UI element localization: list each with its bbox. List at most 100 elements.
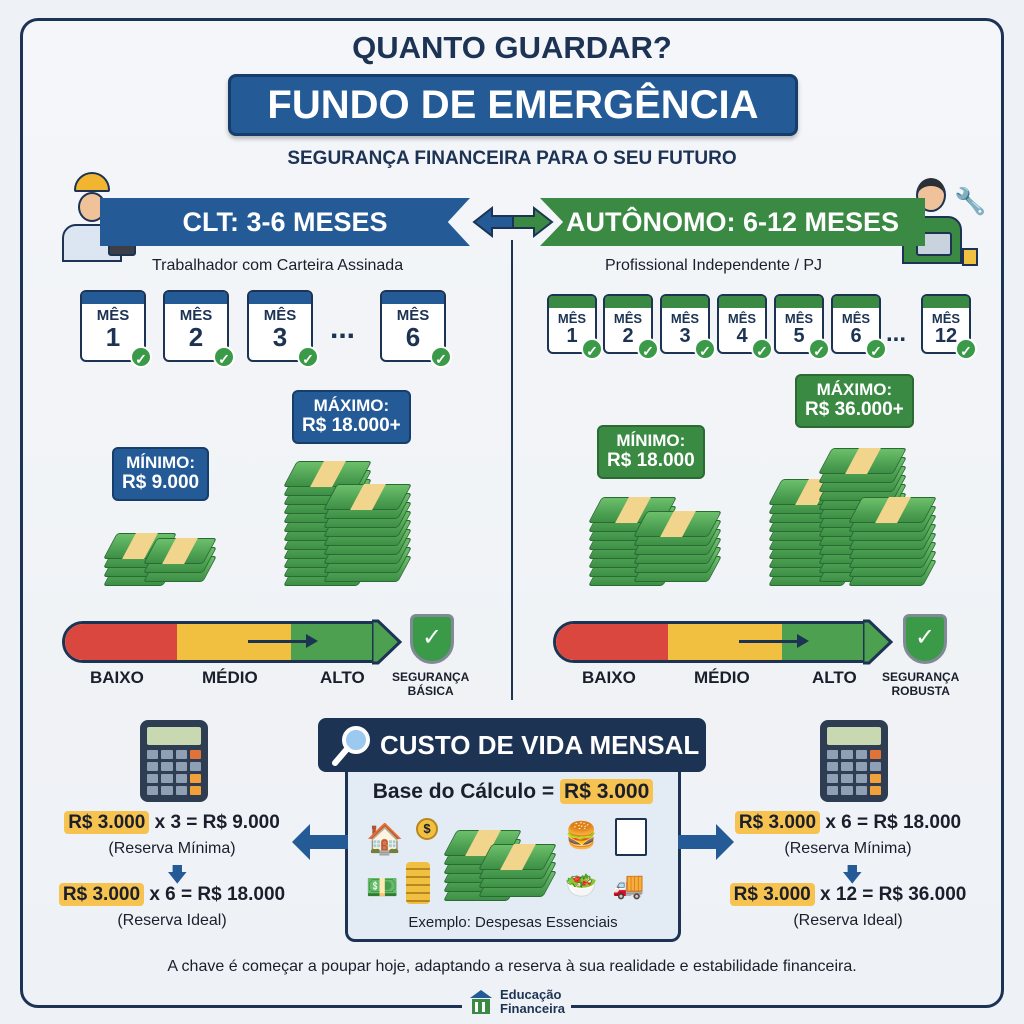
calculator-icon bbox=[820, 720, 888, 802]
main-question: QUANTO GUARDAR? bbox=[352, 30, 672, 65]
money-stack-xlarge-icon bbox=[768, 440, 937, 590]
example-caption: Exemplo: Despesas Essenciais bbox=[408, 914, 618, 931]
gauge-label-low: BAIXO bbox=[582, 668, 636, 687]
check-icon: ✓ bbox=[213, 346, 235, 368]
arrow-down-icon: 🡇 bbox=[842, 864, 863, 886]
months-ellipsis: ... bbox=[330, 312, 356, 345]
clt-minimum-bubble: MÍNIMO:R$ 9.000 bbox=[112, 447, 210, 501]
security-level: BÁSICA bbox=[407, 684, 454, 699]
maximum-label: MÁXIMO: bbox=[313, 396, 390, 415]
clt-formula-ideal: R$ 3.000 x 6 = R$ 18.000 bbox=[22, 883, 322, 906]
formula-result: x 6 = R$ 18.000 bbox=[825, 812, 962, 833]
months-ellipsis: ... bbox=[886, 320, 907, 347]
check-icon: ✓ bbox=[865, 338, 887, 360]
month-label: MÊS bbox=[841, 311, 871, 326]
minimum-label: MÍNIMO: bbox=[126, 453, 196, 472]
gauge-label-low: BAIXO bbox=[90, 668, 144, 687]
clt-ribbon: CLT: 3-6 MESES bbox=[100, 198, 470, 246]
clt-formula-minimum: R$ 3.000 x 3 = R$ 9.000 bbox=[22, 811, 322, 834]
maximum-value: R$ 36.000+ bbox=[805, 398, 904, 420]
month-number: 2 bbox=[188, 322, 204, 352]
gauge-label-medium: MÉDIO bbox=[694, 668, 750, 687]
month-number: 1 bbox=[105, 322, 121, 352]
delivery-truck-icon: 🚚 bbox=[612, 870, 645, 900]
month-label: MÊS bbox=[263, 307, 297, 324]
coin-icon: $ bbox=[416, 818, 438, 840]
month-number: 2 bbox=[622, 325, 634, 347]
logo-text-line2: Financeira bbox=[500, 1001, 566, 1017]
check-icon: ✓ bbox=[581, 338, 603, 360]
title-banner: FUNDO DE EMERGÊNCIA bbox=[228, 74, 798, 136]
base-value: R$ 3.000 bbox=[560, 779, 654, 804]
logo-building-icon bbox=[470, 990, 492, 1015]
shield-check-icon: ✓ bbox=[410, 614, 454, 664]
autonomo-formula-minimum: R$ 3.000 x 6 = R$ 18.000 bbox=[698, 811, 998, 834]
worker-autonomo-icon: 🔧 bbox=[896, 172, 986, 268]
month-label: MÊS bbox=[613, 311, 643, 326]
gauge-label-high: ALTO bbox=[320, 668, 365, 687]
month-label: MÊS bbox=[96, 307, 130, 324]
autonomo-maximum-bubble: MÁXIMO:R$ 36.000+ bbox=[795, 374, 914, 428]
maximum-value: R$ 18.000+ bbox=[302, 414, 401, 436]
security-label: SEGURANÇA bbox=[882, 670, 960, 684]
money-stack-small-icon bbox=[103, 510, 217, 590]
food-bowl-icon: 🥗 bbox=[565, 870, 598, 900]
formula-result: x 3 = R$ 9.000 bbox=[154, 812, 280, 833]
month-label: MÊS bbox=[670, 311, 700, 326]
logo-text-line1: Educação bbox=[500, 987, 562, 1002]
base-label: Base do Cálculo = bbox=[372, 780, 555, 803]
base-amount: R$ 3.000 bbox=[58, 883, 145, 906]
formula-note: (Reserva Ideal) bbox=[793, 912, 903, 929]
check-icon: ✓ bbox=[637, 338, 659, 360]
minimum-label: MÍNIMO: bbox=[616, 431, 686, 450]
check-icon: ✓ bbox=[694, 338, 716, 360]
arrow-down-icon: 🡇 bbox=[167, 864, 188, 886]
autonomo-security-gauge bbox=[553, 618, 894, 666]
cash-icon: 💵 bbox=[366, 872, 399, 902]
house-icon: 🏠 bbox=[366, 823, 404, 856]
formula-note: (Reserva Ideal) bbox=[117, 912, 227, 929]
month-number: 6 bbox=[405, 322, 421, 352]
double-arrow-icon bbox=[472, 205, 554, 239]
formula-result: x 12 = R$ 36.000 bbox=[820, 884, 967, 905]
base-amount: R$ 3.000 bbox=[64, 811, 150, 834]
minimum-value: R$ 18.000 bbox=[607, 449, 695, 471]
coins-check-icon bbox=[406, 862, 430, 904]
month-label: MÊS bbox=[557, 311, 587, 326]
month-label: MÊS bbox=[396, 307, 430, 324]
wrench-icon: 🔧 bbox=[954, 186, 987, 216]
groceries-icon: 🍔 bbox=[565, 820, 598, 850]
subtitle: SEGURANÇA FINANCEIRA PARA O SEU FUTURO bbox=[287, 148, 737, 169]
clt-maximum-bubble: MÁXIMO:R$ 18.000+ bbox=[292, 390, 411, 444]
month-label: MÊS bbox=[727, 311, 757, 326]
check-icon: ✓ bbox=[130, 346, 152, 368]
check-icon: ✓ bbox=[297, 346, 319, 368]
month-label: MÊS bbox=[784, 311, 814, 326]
arrow-right-icon bbox=[678, 824, 734, 860]
gauge-label-medium: MÉDIO bbox=[202, 668, 258, 687]
shield-check-icon: ✓ bbox=[903, 614, 947, 664]
security-label: SEGURANÇA bbox=[392, 670, 470, 684]
money-stack-medium-icon bbox=[588, 490, 722, 590]
cost-of-living-header: CUSTO DE VIDA MENSAL bbox=[318, 718, 706, 772]
gauge-label-high: ALTO bbox=[812, 668, 857, 687]
autonomo-formula-ideal: R$ 3.000 x 12 = R$ 36.000 bbox=[698, 883, 998, 906]
minimum-value: R$ 9.000 bbox=[122, 471, 200, 493]
money-pile-icon bbox=[443, 815, 560, 905]
month-number: 5 bbox=[793, 325, 805, 347]
month-number: 6 bbox=[850, 325, 862, 347]
security-level: ROBUSTA bbox=[891, 684, 950, 699]
autonomo-description: Profissional Independente / PJ bbox=[605, 257, 823, 274]
